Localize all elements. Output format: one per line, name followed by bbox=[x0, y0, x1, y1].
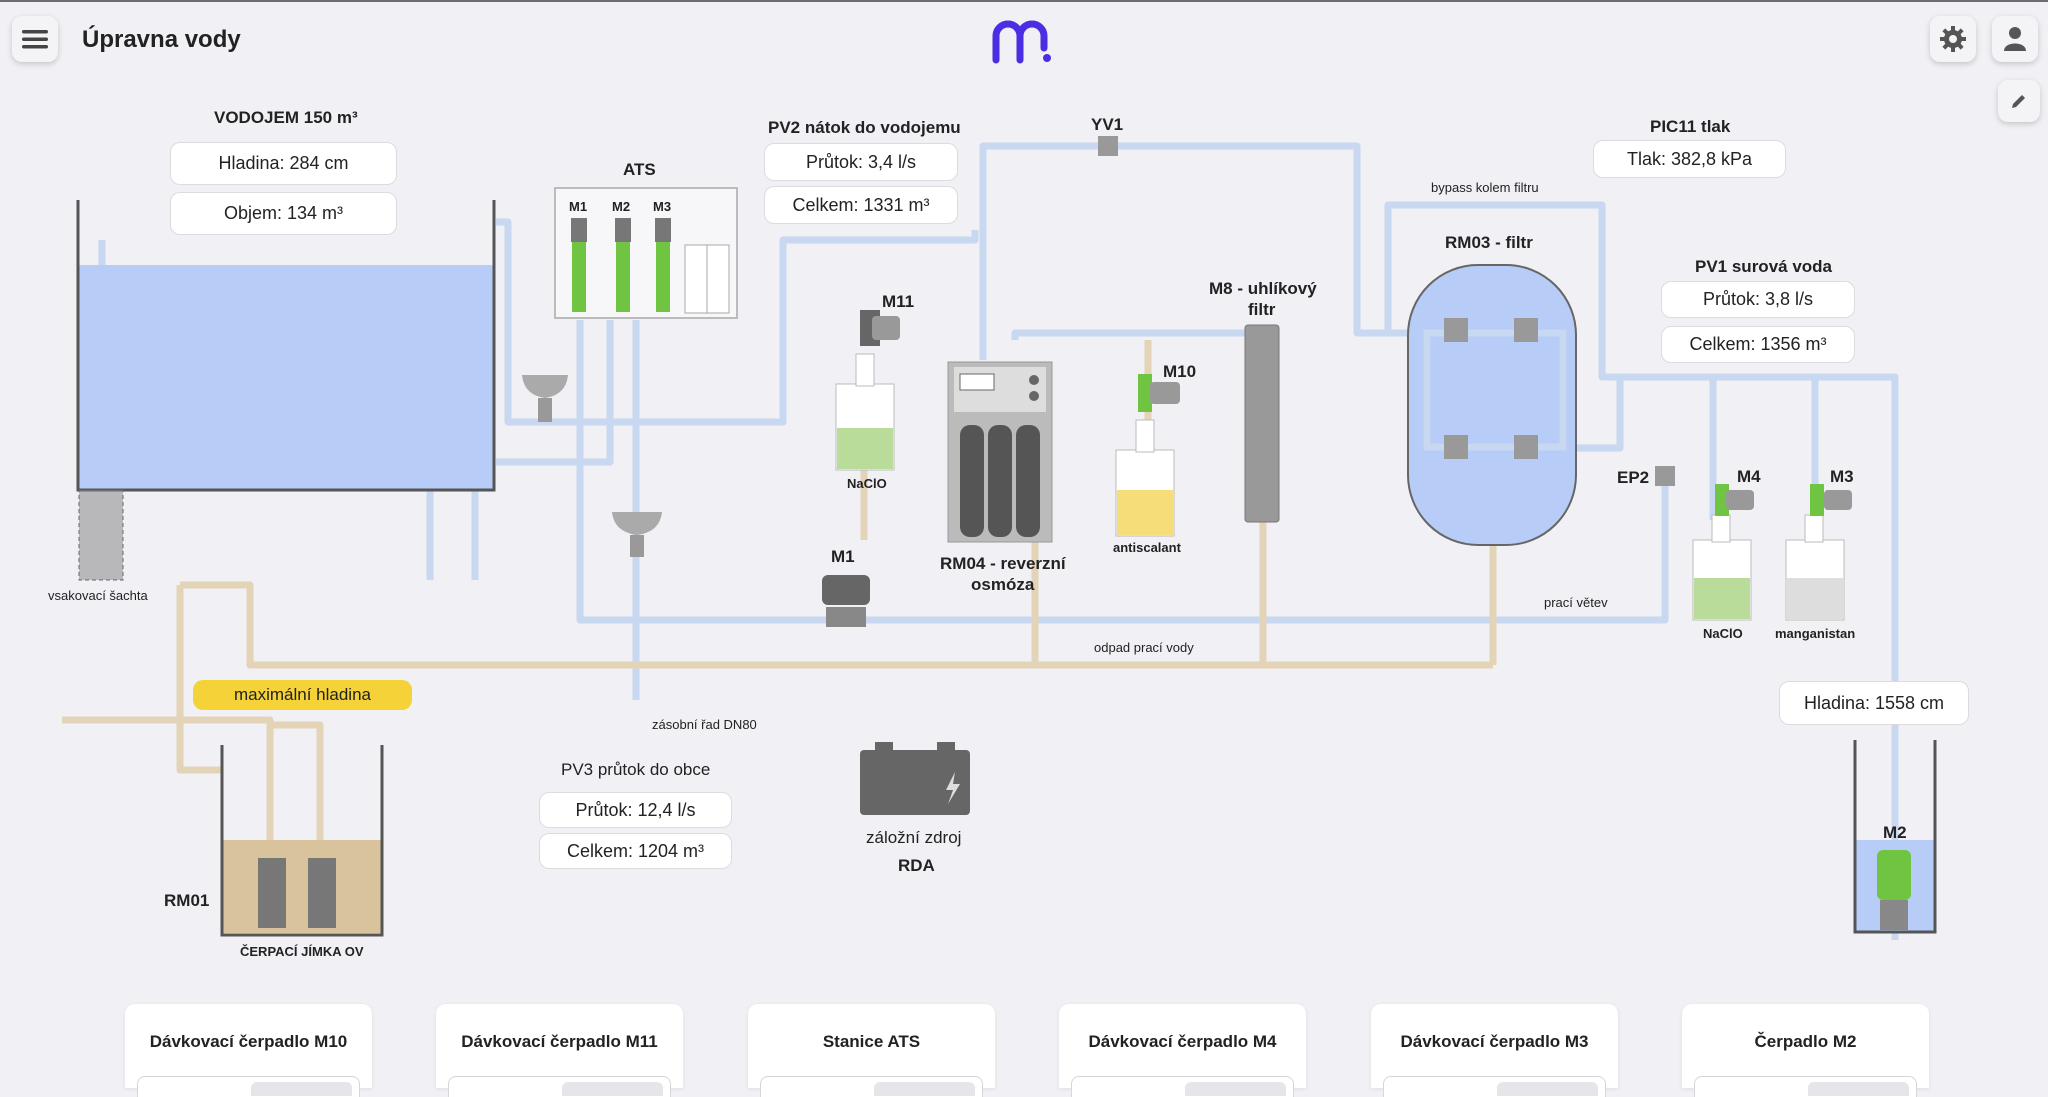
card-ats[interactable]: Stanice ATS bbox=[748, 1004, 995, 1097]
pv1-title: PV1 surová voda bbox=[1695, 257, 1833, 276]
max-level-badge: maximální hladina bbox=[193, 680, 412, 710]
shaft-label: vsakovací šachta bbox=[48, 588, 148, 603]
user-button[interactable] bbox=[1992, 16, 2038, 62]
rm03-filter bbox=[1407, 264, 1577, 546]
pv2-title: PV2 nátok do vodojemu bbox=[768, 118, 961, 137]
battery-rda: RDA bbox=[898, 856, 935, 875]
pv2-flow: Průtok: 3,4 l/s bbox=[764, 143, 958, 181]
pipe-pv2 bbox=[496, 218, 979, 426]
m8-title-2: filtr bbox=[1248, 300, 1276, 319]
user-icon bbox=[2004, 27, 2026, 51]
sump-label: ČERPACÍ JÍMKA OV bbox=[240, 944, 364, 959]
sink-icon bbox=[612, 512, 662, 535]
ep2-valve bbox=[1655, 466, 1675, 486]
pipe-wash-branch bbox=[576, 320, 1669, 624]
pic11-title: PIC11 tlak bbox=[1650, 117, 1731, 136]
sump-walls bbox=[220, 745, 384, 937]
card-m4[interactable]: Dávkovací čerpadlo M4 bbox=[1059, 1004, 1306, 1097]
wash-branch-label: prací větev bbox=[1544, 595, 1608, 610]
pv1-flow: Průtok: 3,8 l/s bbox=[1661, 281, 1855, 318]
hamburger-icon bbox=[22, 30, 48, 49]
card-title: Dávkovací čerpadlo M10 bbox=[149, 1032, 348, 1051]
card-title: Dávkovací čerpadlo M11 bbox=[461, 1032, 658, 1051]
page-title: Úpravna vody bbox=[82, 26, 241, 53]
m11-label: M11 bbox=[882, 292, 915, 311]
m1-label: M1 bbox=[831, 547, 855, 566]
pipe-overflow bbox=[426, 490, 479, 580]
pipe-to-sump bbox=[176, 585, 222, 774]
tank-water bbox=[79, 265, 494, 490]
gear-icon bbox=[1940, 26, 1966, 52]
well-walls bbox=[1853, 740, 1937, 934]
m2-pump bbox=[1877, 850, 1911, 900]
pencil-icon bbox=[2012, 95, 2025, 108]
m4-pump bbox=[1715, 484, 1729, 516]
ats-m1-label: M1 bbox=[569, 199, 588, 214]
pipe-max-level bbox=[62, 716, 324, 870]
tank-level: Hladina: 284 cm bbox=[170, 142, 397, 185]
sump-pump-2 bbox=[308, 858, 336, 928]
m4-container-label: NaClO bbox=[1703, 626, 1743, 641]
pv2-total: Celkem: 1331 m³ bbox=[764, 186, 958, 224]
rm03-title: RM03 - filtr bbox=[1445, 233, 1533, 252]
rm04-title-1: RM04 - reverzní bbox=[940, 554, 1066, 573]
yv1-valve bbox=[1098, 136, 1118, 156]
card-m2[interactable]: Čerpadlo M2 bbox=[1682, 1004, 1929, 1097]
card-m10[interactable]: Dávkovací čerpadlo M10 bbox=[125, 1004, 372, 1097]
ats-m2-label: M2 bbox=[612, 199, 631, 214]
ep2-label: EP2 bbox=[1617, 468, 1650, 487]
menu-button[interactable] bbox=[12, 16, 58, 62]
m8-filter bbox=[1244, 324, 1280, 523]
m3-label: M3 bbox=[1830, 467, 1854, 486]
card-title: Stanice ATS bbox=[822, 1032, 921, 1051]
rm04-title-2: osmóza bbox=[971, 575, 1035, 594]
card-title: Čerpadlo M2 bbox=[1754, 1032, 1857, 1051]
wash-waste-label: odpad prací vody bbox=[1094, 640, 1194, 655]
supply-label: zásobní řad DN80 bbox=[652, 717, 757, 732]
battery-label: záložní zdroj bbox=[866, 828, 962, 847]
pipe-wash-waste bbox=[180, 581, 1493, 669]
m2-label: M2 bbox=[1883, 823, 1907, 842]
rm01-label: RM01 bbox=[164, 891, 210, 910]
battery-icon bbox=[860, 750, 970, 815]
pipe-ats-out bbox=[496, 320, 614, 466]
edit-button[interactable] bbox=[1998, 80, 2040, 122]
m-logo bbox=[992, 20, 1051, 64]
pv3-title: PV3 průtok do obce bbox=[561, 760, 711, 779]
m10-container-label: antiscalant bbox=[1113, 540, 1181, 555]
pic11-pressure: Tlak: 382,8 kPa bbox=[1593, 140, 1786, 178]
ats-dosing-pumps bbox=[571, 218, 671, 312]
tank-volume: Objem: 134 m³ bbox=[170, 192, 397, 235]
tank-title: VODOJEM 150 m³ bbox=[214, 108, 358, 127]
pv1-total: Celkem: 1356 m³ bbox=[1661, 326, 1855, 363]
card-title: Dávkovací čerpadlo M4 bbox=[1088, 1032, 1277, 1051]
card-m3[interactable]: Dávkovací čerpadlo M3 bbox=[1371, 1004, 1618, 1097]
settings-button[interactable] bbox=[1930, 16, 1976, 62]
tank-walls bbox=[76, 200, 496, 492]
pv3-total: Celkem: 1204 m³ bbox=[539, 833, 732, 869]
m1-pump bbox=[822, 575, 870, 605]
m3-pump bbox=[1810, 484, 1824, 516]
m10-label: M10 bbox=[1163, 362, 1197, 381]
card-m11[interactable]: Dávkovací čerpadlo M11 bbox=[436, 1004, 683, 1097]
sink-icon bbox=[522, 375, 568, 398]
pipe-m8 bbox=[1011, 329, 1260, 340]
bypass-label: bypass kolem filtru bbox=[1431, 180, 1539, 195]
top-border bbox=[0, 0, 2048, 2]
m4-label: M4 bbox=[1737, 467, 1761, 486]
pv3-flow: Průtok: 12,4 l/s bbox=[539, 792, 732, 828]
sump-pump-1 bbox=[258, 858, 286, 928]
ats-title: ATS bbox=[623, 160, 656, 179]
yv1-label: YV1 bbox=[1091, 115, 1124, 134]
card-title: Dávkovací čerpadlo M3 bbox=[1400, 1032, 1589, 1051]
well-level: Hladina: 1558 cm bbox=[1779, 681, 1969, 725]
m11-container-label: NaClO bbox=[847, 476, 887, 491]
m8-title-1: M8 - uhlíkový bbox=[1209, 279, 1317, 298]
m10-pump bbox=[1138, 374, 1152, 412]
ats-m3-label: M3 bbox=[653, 199, 672, 214]
pipe-bypass bbox=[1384, 201, 1899, 940]
m3-container-label: manganistan bbox=[1775, 626, 1856, 641]
